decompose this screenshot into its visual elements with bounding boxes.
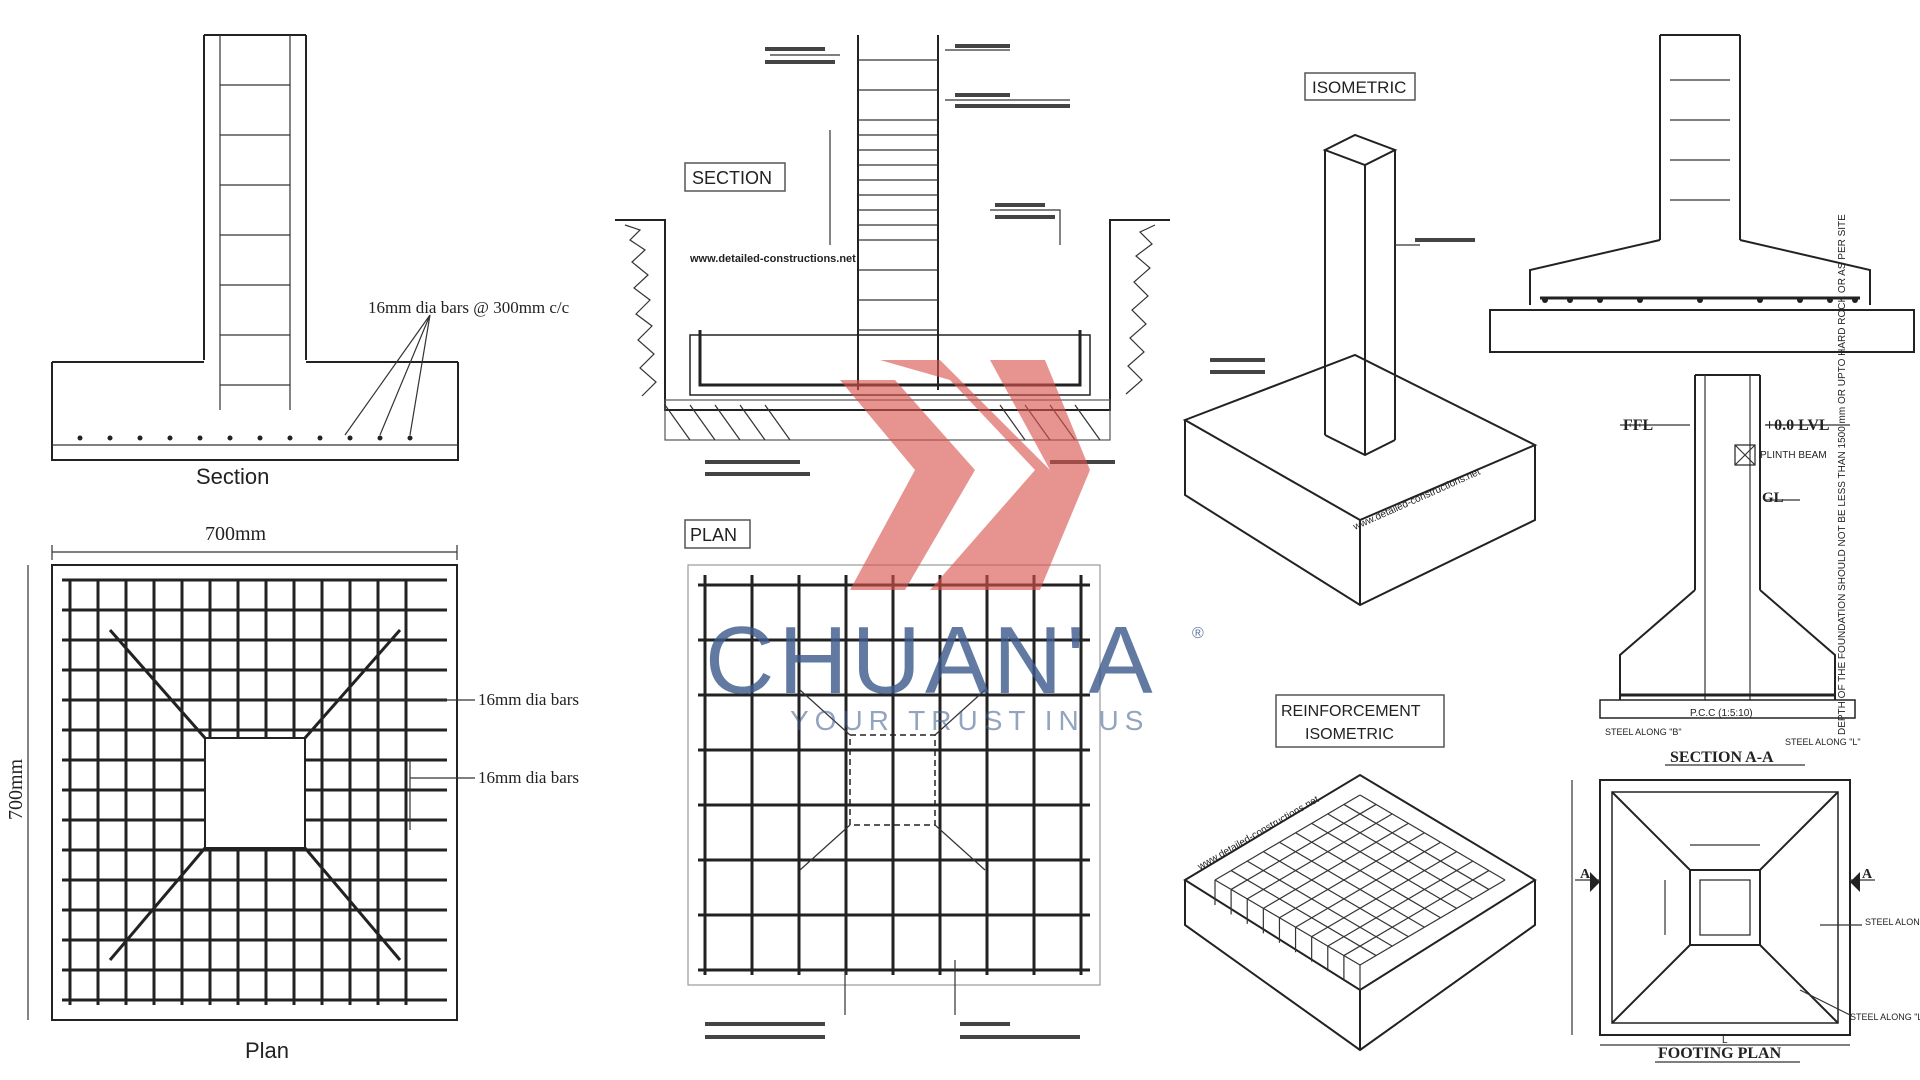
isometric-drawing: ISOMETRIC www.detailed-constructions.net — [1182, 72, 1538, 607]
section-aa-drawing: FFL +0.0 LVL PLINTH BEAM GL P.C.C (1:5:1… — [1599, 214, 1861, 766]
rebar-mesh-line — [1263, 822, 1409, 909]
rebar-mesh-line — [1295, 841, 1441, 928]
rebar-mesh-line — [1311, 822, 1457, 909]
left-section-title: Section — [196, 464, 269, 489]
footing-plan-marker-a-right: A — [1862, 867, 1873, 882]
isometric-title-box — [1304, 72, 1416, 101]
section-aa-gl: GL — [1762, 490, 1784, 506]
middle-plan-drawing: PLAN — [684, 519, 1101, 1039]
left-plan-width-dim: 700mm — [205, 523, 267, 545]
rebar-mesh-line — [1230, 870, 1377, 957]
section-aa-lvl: +0.0 LVL — [1765, 417, 1830, 434]
rebar-mesh-line — [1359, 794, 1506, 881]
brand-name: CHUAN'A — [705, 607, 1157, 714]
mid-section-title-box — [684, 162, 786, 192]
rebar-diagonal — [108, 847, 207, 961]
left-section-drawing: 16mm dia bars @ 300mm c/c Section — [51, 34, 570, 489]
rebar-diagonal — [303, 629, 402, 739]
brand-logo-icon — [840, 360, 1090, 590]
rebar-mesh-line — [1311, 851, 1457, 938]
rebar-mesh-line — [1214, 879, 1361, 966]
left-plan-height-dim: 700mm — [5, 758, 27, 820]
reinf-url: www.detailed-constructions.net — [1195, 794, 1321, 873]
rebar-mesh-line — [1343, 870, 1490, 957]
top-right-section-drawing — [1489, 34, 1915, 353]
rebar-mesh-line — [1279, 832, 1425, 919]
isometric-url: www.detailed-constructions.net — [1351, 467, 1483, 534]
section-aa-pcc: P.C.C (1:5:10) — [1690, 708, 1753, 719]
rebar-mesh-line — [1343, 803, 1490, 890]
rebar-mesh-line — [1359, 879, 1506, 966]
rebar-mesh-line — [1295, 832, 1441, 919]
rebar-mesh-line — [1327, 813, 1474, 900]
left-plan-bar-note-2: 16mm dia bars — [478, 768, 579, 787]
section-aa-plinth: PLINTH BEAM — [1760, 450, 1827, 461]
reinf-title-line-1: REINFORCEMENT — [1281, 703, 1421, 720]
reinf-title-line-2: ISOMETRIC — [1305, 726, 1394, 743]
left-section-bar-note: 16mm dia bars @ 300mm c/c — [368, 298, 570, 317]
rebar-mesh-line — [1279, 841, 1425, 928]
section-aa-depth-note: DEPTH OF THE FOUNDATION SHOULD NOT BE LE… — [1837, 214, 1848, 735]
rebar-mesh-line — [1230, 803, 1377, 890]
rebar-mesh-line — [1263, 851, 1409, 938]
rebar-mesh-line — [1327, 860, 1474, 947]
mid-plan-title-box — [684, 519, 751, 549]
left-plan-title: Plan — [245, 1038, 289, 1063]
rebar-mesh-line — [1246, 860, 1393, 947]
section-aa-steel-b: STEEL ALONG "B" — [1605, 727, 1682, 737]
brand-registered: ® — [1192, 625, 1204, 642]
rebar-mesh-line — [1214, 794, 1361, 881]
footing-plan-title: FOOTING PLAN — [1658, 1045, 1782, 1062]
brand-tagline: YOUR TRUST IN US — [790, 705, 1149, 736]
mid-plan-title: PLAN — [690, 525, 737, 545]
rebar-diagonal — [303, 847, 402, 961]
middle-section-drawing: SECTION www.detailed-constructions.net — [615, 35, 1170, 476]
mid-section-url: www.detailed-constructions.net — [689, 253, 856, 265]
section-aa-title: SECTION A-A — [1670, 749, 1774, 766]
section-aa-ffl: FFL — [1623, 417, 1653, 434]
brand-watermark: CHUAN'A ® YOUR TRUST IN US — [705, 360, 1204, 736]
left-plan-drawing: 700mm 700mm 16mm dia bars 16mm dia bars … — [5, 523, 579, 1063]
isometric-title: ISOMETRIC — [1312, 78, 1406, 97]
footing-plan-marker-a-left: A — [1580, 867, 1591, 882]
mid-section-title: SECTION — [692, 168, 772, 188]
footing-plan-steel-along-2: STEEL ALONG "L" — [1850, 1012, 1920, 1022]
footing-plan-dim-l: L — [1722, 1035, 1728, 1046]
left-plan-bar-note-1: 16mm dia bars — [478, 690, 579, 709]
footing-plan-drawing: A A STEEL ALONG STEEL ALONG "L" L FOOTIN… — [1571, 779, 1920, 1063]
footing-plan-steel-along-1: STEEL ALONG — [1865, 917, 1920, 927]
rebar-diagonal — [108, 629, 207, 739]
rebar-mesh-line — [1246, 813, 1393, 900]
reinforcement-isometric-drawing: REINFORCEMENT ISOMETRIC www.detailed-con… — [1183, 694, 1537, 1052]
reinf-title-box — [1275, 694, 1445, 748]
section-aa-steel-l: STEEL ALONG "L" — [1785, 737, 1861, 747]
